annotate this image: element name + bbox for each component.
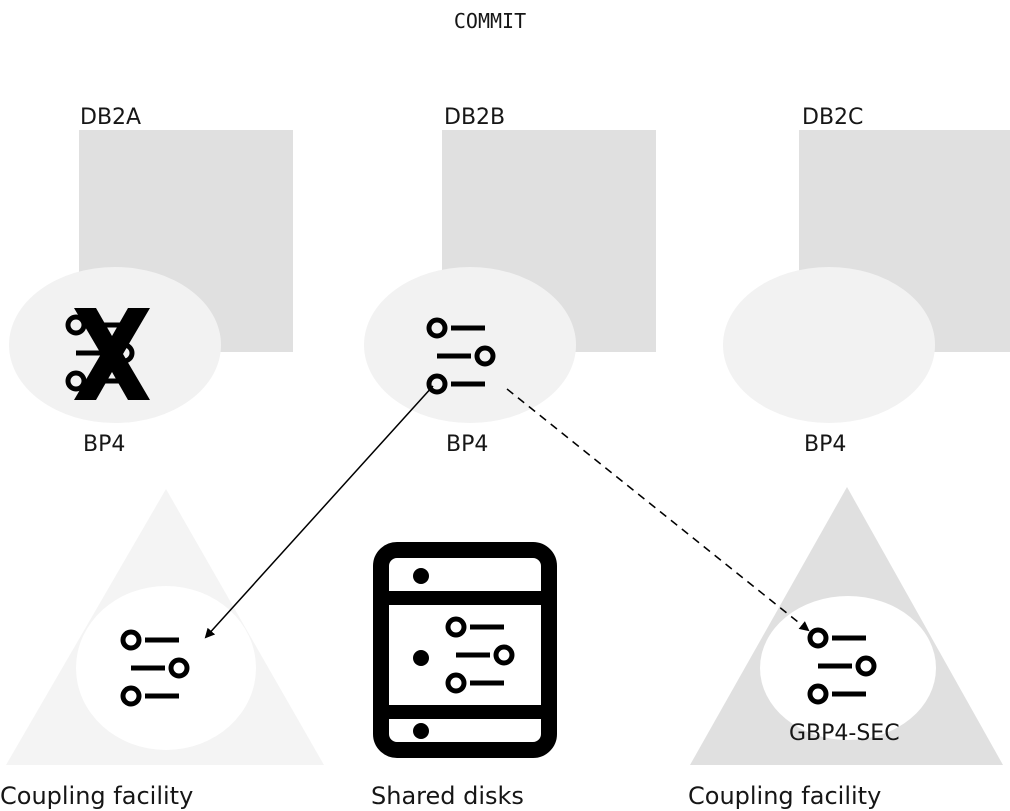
member-name-db2c: DB2C [802,105,863,130]
member-name-db2b: DB2B [444,105,505,130]
pool-name-db2b: BP4 [446,432,488,457]
cf-right-caption: Coupling facility [688,782,881,810]
pool-name-db2a: BP4 [83,432,125,457]
diagram-title: COMMIT [454,9,526,33]
group-buffer-pool-left [76,586,256,750]
cf-left-caption: Coupling facility [0,782,193,810]
data-base-server-icon [373,542,557,758]
buffer-pool-ellipse-db2b [364,267,576,423]
gbp-secondary-label: GBP4-SEC [789,721,900,746]
pool-name-db2c: BP4 [804,432,846,457]
write-arrow-primary [204,385,434,639]
x-mark-icon [74,308,150,400]
buffer-pool-ellipse-db2c [723,267,935,423]
shared-disks-caption: Shared disks [371,782,524,810]
member-name-db2a: DB2A [80,105,141,130]
